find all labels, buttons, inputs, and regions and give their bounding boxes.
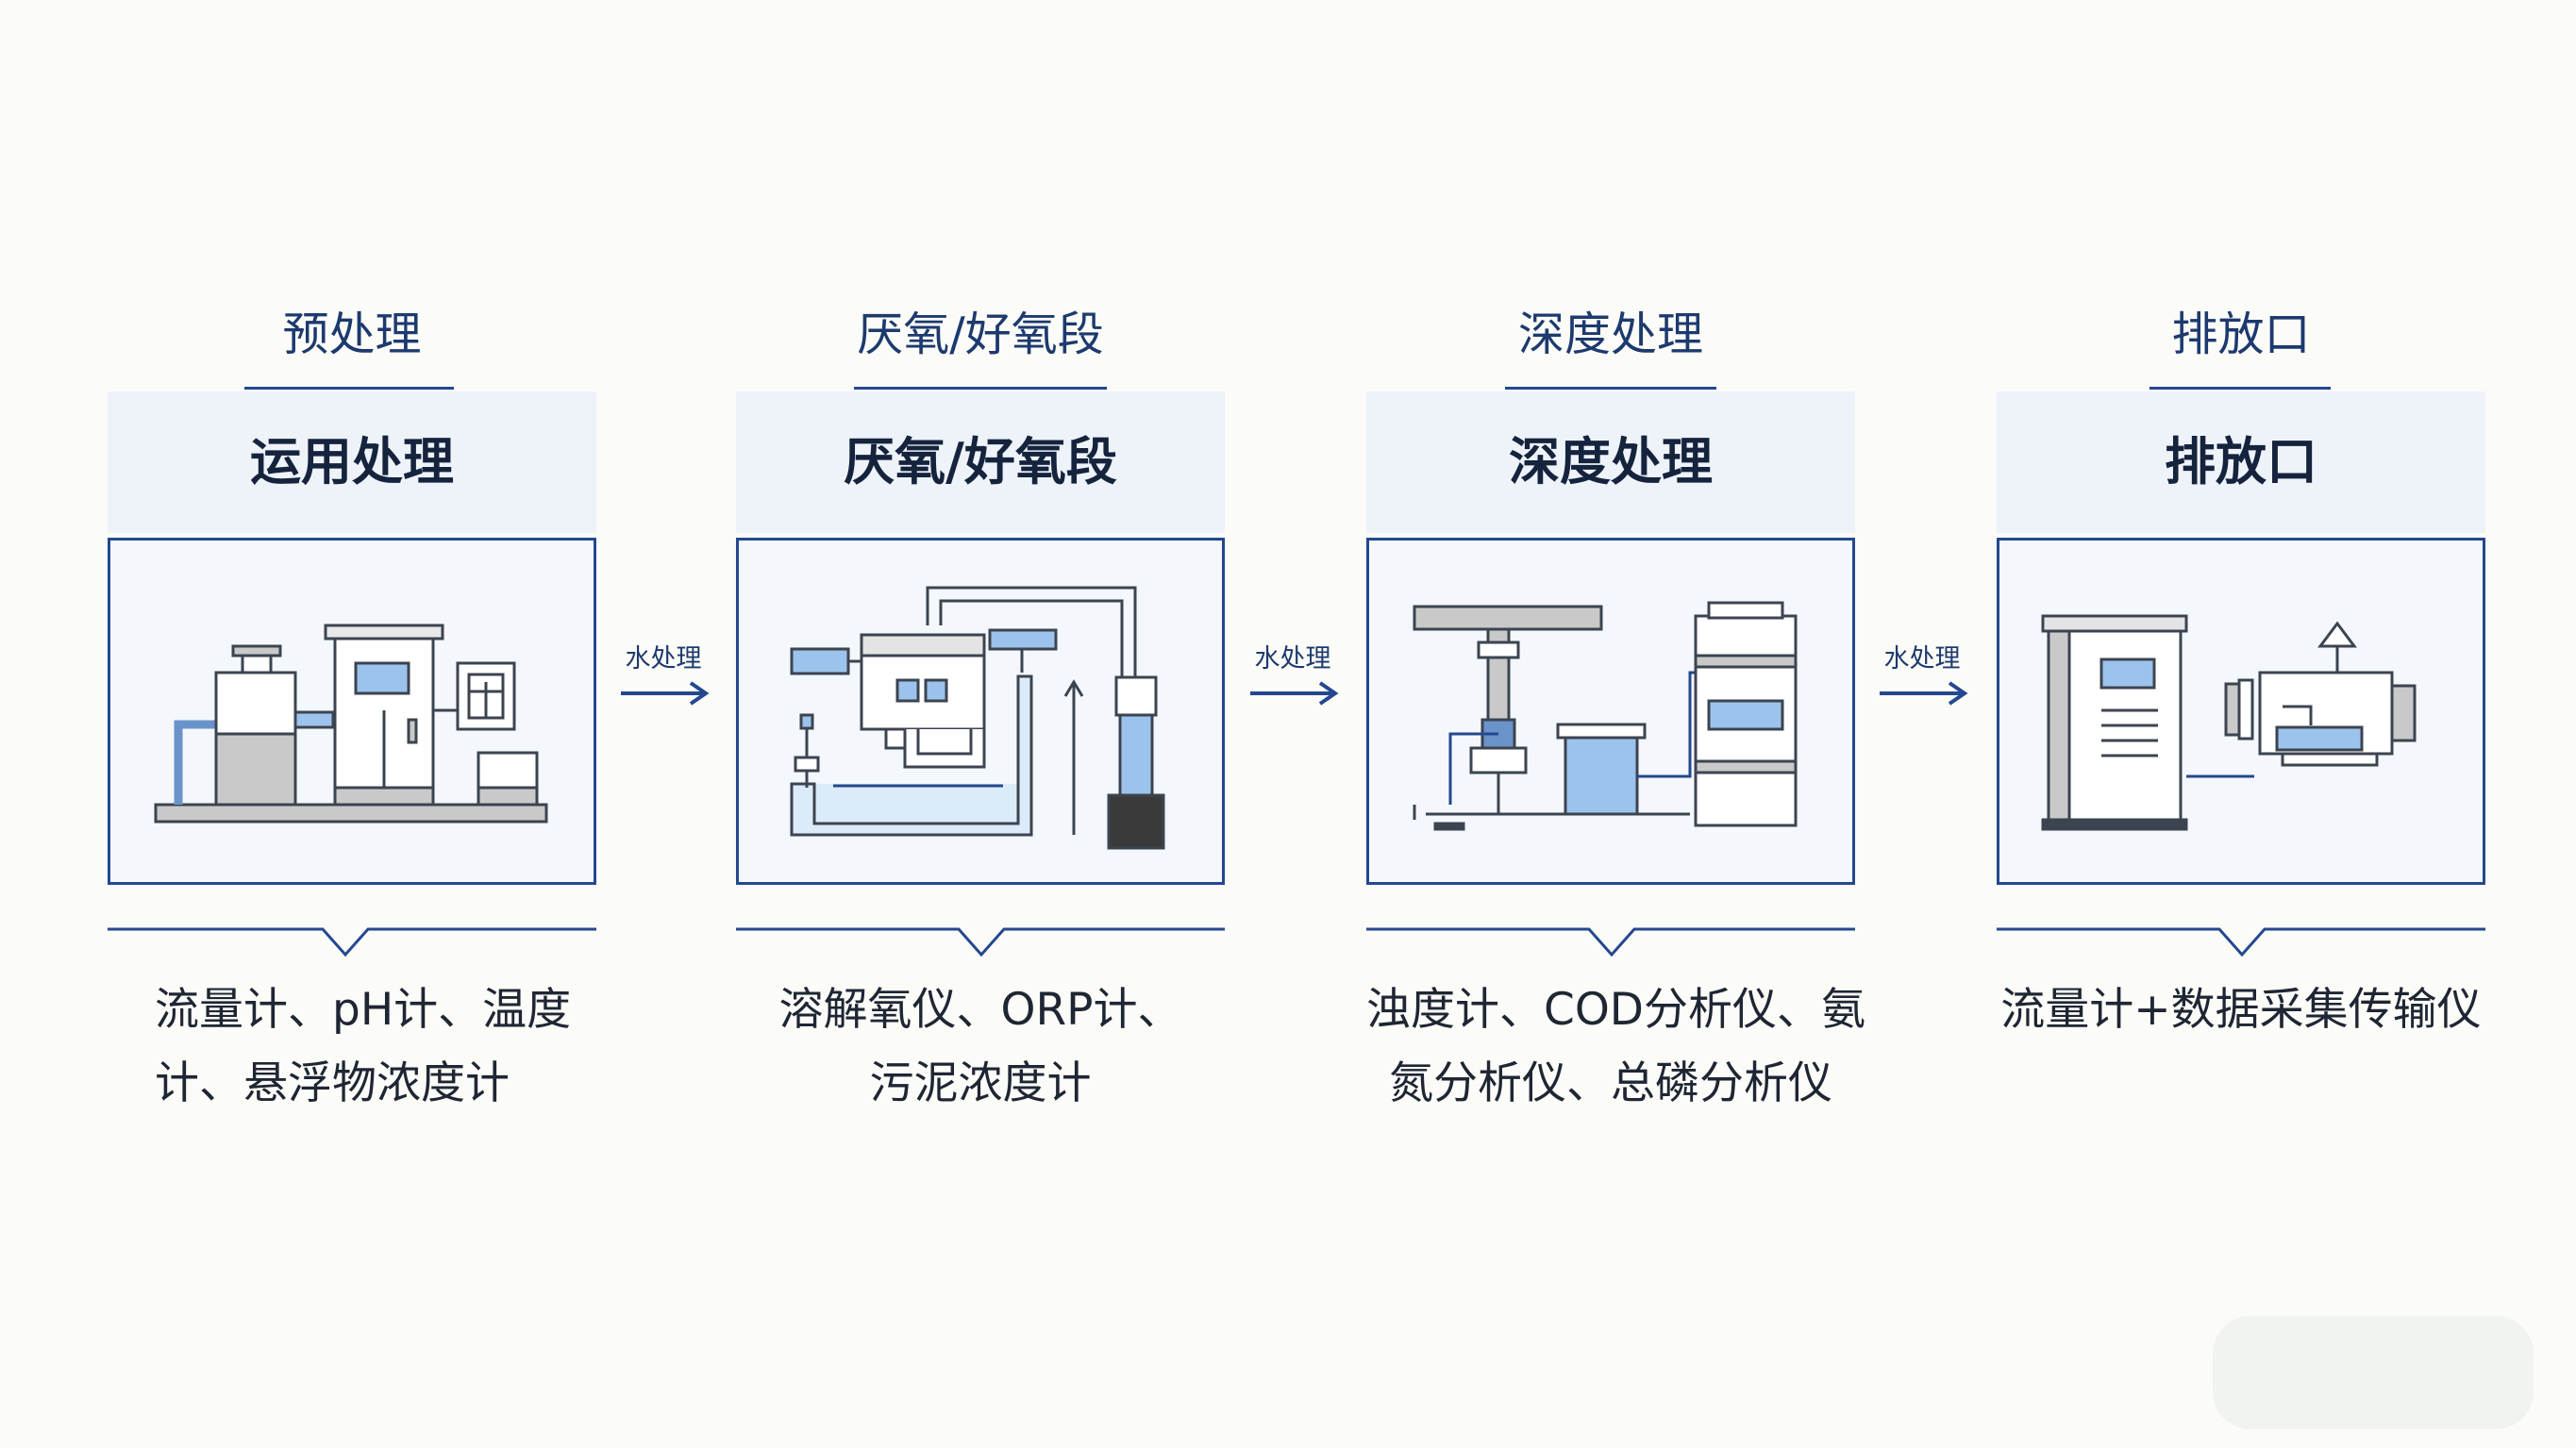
stage-illustration-panel (1997, 538, 2485, 885)
flow-connector: 水处理 (1241, 643, 1345, 719)
title-underline (244, 387, 454, 390)
right-arrow-icon (1880, 681, 1968, 706)
title-underline (2149, 387, 2331, 390)
pointer-caret (108, 927, 596, 957)
stage-header-band: 厌氧/好氧段 (736, 391, 1225, 533)
title-underline (854, 387, 1107, 390)
flow-connector: 水处理 (611, 643, 715, 719)
stage-title: 深度处理 (1517, 308, 1703, 361)
stage-title: 预处理 (282, 308, 422, 361)
stage-title: 排放口 (2171, 308, 2311, 361)
description-line: 氮分析仪、总磷分析仪 (1389, 1057, 1832, 1109)
connector-label: 水处理 (1254, 644, 1331, 674)
description-line: 污泥浓度计 (869, 1057, 1092, 1109)
instrument-description: 流量计、pH计、温度 计、悬浮物浓度计 (108, 974, 596, 1121)
pretreatment-equipment-icon (154, 624, 548, 824)
instrument-description: 浊度计、COD分析仪、氨 氮分析仪、总磷分析仪 (1366, 974, 1866, 1121)
stage-band-label: 运用处理 (250, 432, 454, 491)
stage-header-band: 运用处理 (108, 391, 596, 533)
anaerobic-aerobic-piping-icon (790, 586, 1165, 850)
stage-header-band: 排放口 (1997, 391, 2485, 533)
description-line: 浊度计、COD分析仪、氨 (1366, 984, 1866, 1036)
pointer-caret (736, 927, 1225, 957)
connector-label: 水处理 (625, 644, 702, 674)
pointer-caret (1997, 927, 2485, 957)
stage-band-label: 排放口 (2165, 432, 2317, 491)
stage-header-band: 深度处理 (1366, 391, 1855, 533)
stage-illustration-panel (108, 538, 596, 885)
flow-connector: 水处理 (1870, 643, 1974, 719)
instrument-description: 流量计+数据采集传输仪 (1997, 974, 2485, 1047)
title-underline (1505, 387, 1716, 390)
pointer-caret (1366, 927, 1855, 957)
stage-band-label: 厌氧/好氧段 (844, 432, 1117, 491)
connector-label: 水处理 (1883, 644, 1961, 674)
stage-title: 厌氧/好氧段 (857, 308, 1104, 361)
background-smudge (2213, 1316, 2534, 1429)
right-arrow-icon (621, 681, 710, 706)
description-line: 计、悬浮物浓度计 (155, 1057, 510, 1109)
instrument-description: 溶解氧仪、ORP计、 污泥浓度计 (736, 974, 1225, 1121)
stage-illustration-panel (1366, 538, 1855, 885)
advanced-treatment-equipment-icon (1413, 601, 1798, 831)
description-line: 流量计、pH计、温度 (155, 984, 572, 1036)
description-line: 溶解氧仪、ORP计、 (778, 984, 1182, 1036)
stage-illustration-panel (736, 538, 1225, 885)
discharge-outlet-icon (2041, 614, 2417, 831)
right-arrow-icon (1250, 681, 1339, 706)
description-line: 流量计+数据采集传输仪 (2000, 984, 2482, 1036)
stage-band-label: 深度处理 (1509, 432, 1713, 491)
